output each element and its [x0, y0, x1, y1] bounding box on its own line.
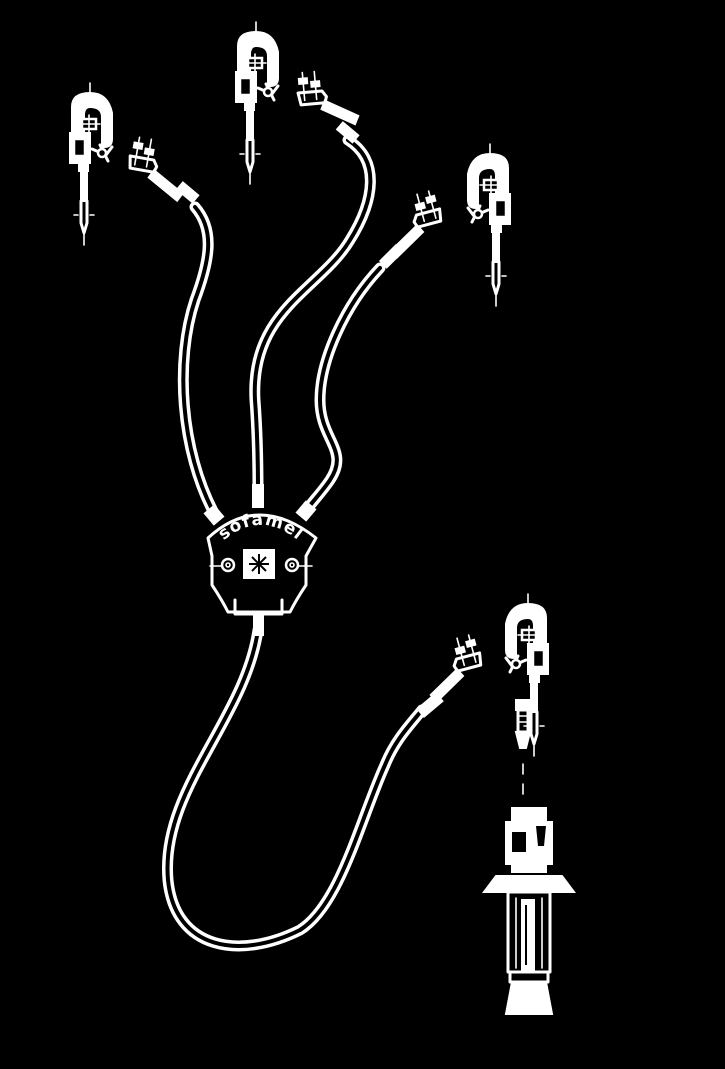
- cable-lug-earth: [416, 632, 491, 705]
- phase-clamp-centre: [234, 20, 280, 186]
- cable-right: [299, 262, 386, 518]
- clamp-coupling: [514, 699, 532, 795]
- cable-lug-right: [376, 188, 451, 261]
- cable-left: [177, 201, 221, 521]
- cable-lug-left: [122, 134, 193, 203]
- insulating-handle: [482, 807, 576, 1015]
- cable-earth: [162, 624, 428, 952]
- junction-box: sofamel: [203, 484, 318, 636]
- phase-clamp-right: [466, 142, 512, 308]
- cable-centre: [249, 134, 376, 496]
- junction-logo: sofamel: [215, 510, 308, 545]
- phase-clamp-left: [68, 81, 114, 247]
- cable-lug-centre: [294, 66, 361, 131]
